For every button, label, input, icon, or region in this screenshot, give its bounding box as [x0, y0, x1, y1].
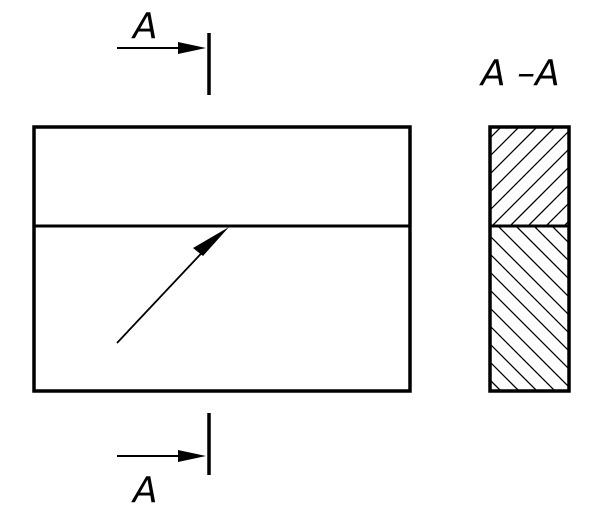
front-view [32, 125, 412, 393]
cut-label-top: A [131, 6, 158, 47]
hatch-line [264, 226, 429, 391]
hatch-line [348, 127, 447, 226]
hatch-line [490, 325, 556, 391]
cut-arrowhead-top [178, 42, 206, 54]
hatch-upper [312, 127, 607, 226]
hatch-line [330, 127, 429, 226]
hatch-line [490, 127, 520, 157]
hatch-line [570, 226, 607, 391]
hatch-line [490, 379, 502, 391]
cut-indicator-bottom: A [117, 413, 211, 511]
hatch-line [491, 148, 569, 226]
hatch-line [384, 127, 483, 226]
cut-arrowhead-bottom [178, 450, 206, 462]
hatch-line [527, 184, 569, 226]
section-outline [488, 125, 571, 393]
section-title: A –A [479, 53, 560, 94]
hatch-line [545, 202, 569, 226]
hatch-line [490, 127, 502, 139]
hatch-line [551, 226, 569, 244]
hatch-lower [246, 226, 607, 391]
front-view-outline [32, 125, 412, 393]
hatch-line [588, 226, 607, 391]
hatch-line [533, 226, 569, 262]
leader-line [116, 241, 213, 344]
section-view: A –A [246, 53, 607, 393]
hatch-line [490, 235, 569, 316]
hatch-line [490, 127, 538, 175]
hatch-line [497, 226, 569, 298]
hatch-line [490, 127, 556, 193]
hatch-line [282, 226, 447, 391]
hatch-line [490, 289, 569, 370]
cut-indicator-top: A [117, 6, 211, 95]
cut-label-bottom: A [131, 470, 158, 511]
hatch-line [318, 226, 483, 391]
hatch-line [246, 226, 411, 391]
hatch-line [490, 343, 538, 391]
hatch-line [366, 127, 465, 226]
hatch-line [600, 127, 607, 226]
hatch-line [490, 253, 569, 334]
hatch-line [515, 226, 569, 280]
hatch-line [490, 271, 569, 352]
leader-arrowhead [193, 227, 229, 256]
hatch-line [312, 127, 411, 226]
hatch-line [300, 226, 465, 391]
hatch-line [490, 361, 520, 391]
hatch-line [509, 166, 569, 226]
hatch-line [582, 127, 607, 226]
